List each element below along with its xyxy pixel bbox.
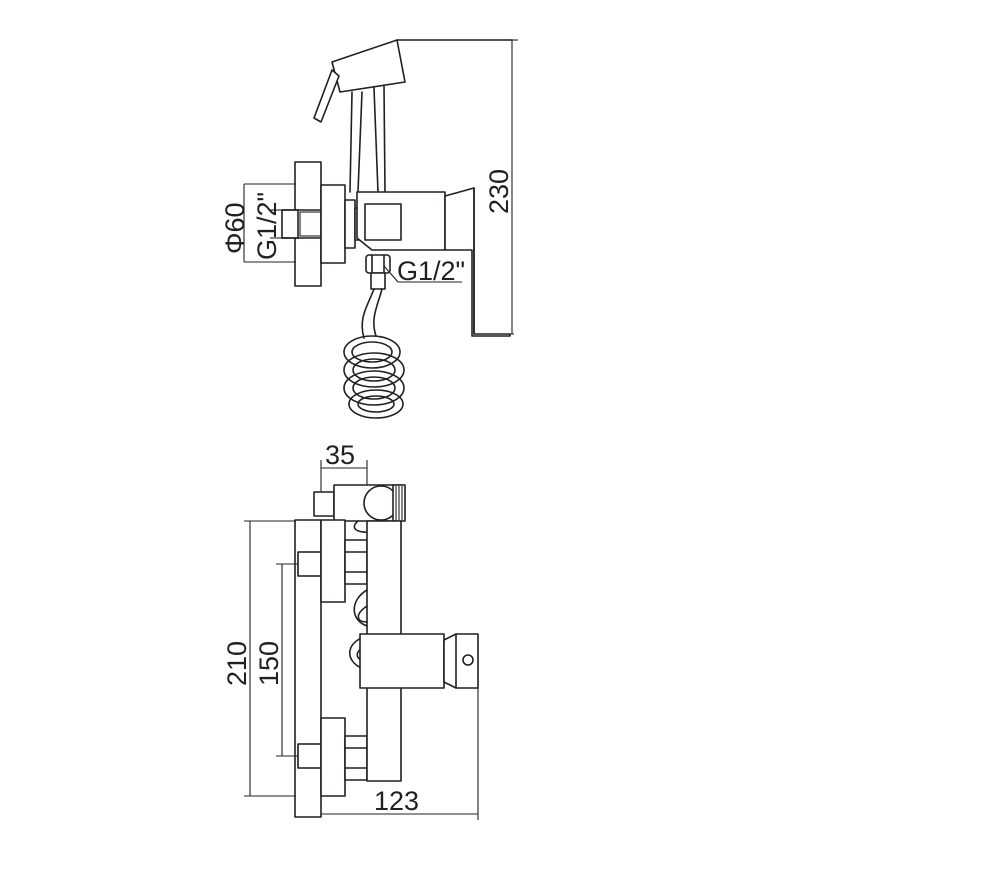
dimension-label-wall-thread: G1/2" [252,192,282,260]
dimension-210: 210 [222,520,296,797]
wall-flanges [294,519,368,818]
dimension-label-outlet-thread: G1/2" [397,256,465,286]
dimension-label-150: 150 [254,641,284,686]
dimension-35: 35 [320,440,368,492]
dimension-230: 230 [474,39,518,335]
sprayer-holder [313,484,406,533]
sprayer-head [313,39,513,123]
coiled-hose [343,288,405,419]
lever-handle [359,633,479,689]
dimension-label-phi60: Φ60 [220,202,250,254]
dimension-123: 123 [321,688,479,820]
dimension-label-123: 123 [374,786,419,816]
dimension-label-35: 35 [325,440,355,470]
dimension-label-230: 230 [484,169,514,214]
top-view: 230 Φ60 G1/2" G1/2" [220,39,518,419]
valve-body [356,187,511,337]
wall-flange [281,161,366,287]
dimension-label-210: 210 [222,641,252,686]
hose-outlet [365,254,391,290]
dimension-outlet-thread: G1/2" [383,256,465,286]
dimension-diameter: Φ60 G1/2" [220,183,296,263]
dimension-150: 150 [254,563,298,757]
sprayer-stem [349,85,386,193]
front-view: 35 210 150 123 [222,440,479,820]
